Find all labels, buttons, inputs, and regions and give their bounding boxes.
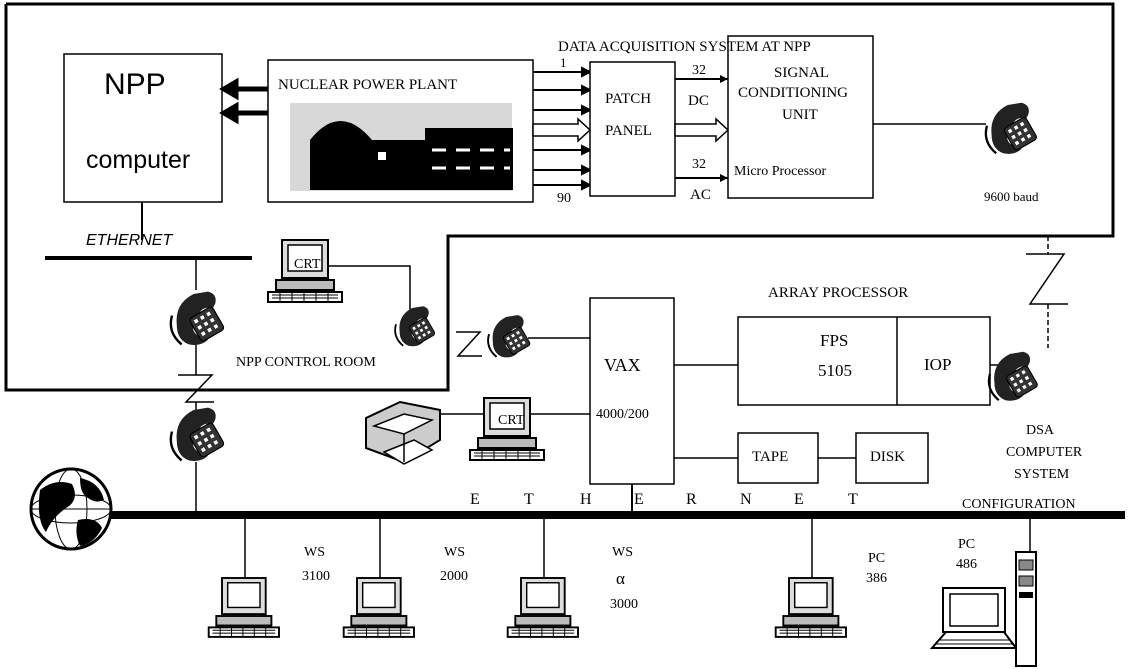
zigzag-link-vax: [456, 331, 482, 357]
npp-computer-sublabel: computer: [86, 146, 191, 174]
ethernet-letter: T: [524, 491, 534, 508]
ac-count-label: 32: [692, 157, 706, 172]
array-processor-label: ARRAY PROCESSOR: [768, 285, 909, 301]
signal-lines: [533, 66, 593, 191]
data-flow-arrows: [219, 77, 268, 125]
array-processor-box: [737, 316, 991, 406]
ws2000-label: WS: [444, 545, 465, 560]
npp-computer-label: NPP: [104, 68, 166, 101]
ws2000-model: 2000: [440, 569, 468, 584]
ws-alpha-label: WS: [612, 545, 633, 560]
disk-box: [855, 432, 929, 484]
ws-alpha-model: 3000: [610, 597, 638, 612]
ethernet-letter: N: [740, 491, 752, 508]
pc386-model: 386: [866, 571, 887, 586]
ac-label: AC: [690, 187, 711, 203]
vax-label: VAX: [604, 355, 641, 375]
ethernet-letter: T: [848, 491, 858, 508]
signal-first-label: 1: [560, 55, 567, 70]
vax-crt-label: CRT: [498, 413, 525, 428]
fps-label: FPS: [820, 331, 849, 350]
tape-label: TAPE: [752, 449, 789, 465]
vax-model-label: 4000/200: [596, 407, 649, 422]
workstation-ws3100: [207, 577, 280, 638]
patch-panel-box: [589, 61, 676, 197]
pc-386: [774, 577, 847, 638]
npp-boundary: [4, 2, 1115, 392]
fps-model-label: 5105: [818, 361, 852, 380]
workstation-ws-alpha-3000: [506, 577, 579, 638]
patch-panel-label: PATCH: [605, 91, 652, 107]
ethernet-letter: H: [580, 491, 592, 508]
iop-label: IOP: [924, 355, 952, 374]
ws3100-label: WS: [304, 545, 325, 560]
power-plant-image: [290, 103, 513, 191]
control-room-label: NPP CONTROL ROOM: [236, 355, 376, 370]
hollow-arrow-patch: [674, 117, 730, 143]
pc386-label: PC: [868, 551, 886, 566]
signal-last-label: 90: [557, 191, 571, 206]
disk-label: DISK: [870, 449, 906, 465]
pc486-label: PC: [958, 537, 976, 552]
workstation-ws2000: [342, 577, 415, 638]
dsa-config-label-4: CONFIGURATION: [962, 497, 1076, 512]
dc-count-label: 32: [692, 63, 706, 78]
dsa-config-label-3: SYSTEM: [1014, 467, 1070, 482]
patch-panel-sublabel: PANEL: [605, 123, 652, 139]
pc-486: [929, 551, 1037, 667]
scu-label-4: Micro Processor: [734, 164, 827, 179]
printer-icon: [365, 400, 441, 465]
zigzag-link-dsa: [1026, 253, 1068, 305]
dsa-config-label-1: DSA: [1026, 423, 1055, 438]
phone-icon-npp-lan: [169, 290, 227, 347]
pc486-model: 486: [956, 557, 977, 572]
ethernet-letter: E: [470, 491, 480, 508]
phone-icon-internet: [169, 406, 227, 463]
tape-box: [737, 432, 819, 484]
ws3100-model: 3100: [302, 569, 330, 584]
control-room-crt-label: CRT: [294, 257, 321, 272]
phone-icon-control-room: [394, 305, 437, 348]
ethernet-letter: E: [794, 491, 804, 508]
zigzag-link-npp: [178, 374, 214, 403]
phone-icon-scu: [984, 101, 1039, 156]
dsa-config-label-2: COMPUTER: [1006, 445, 1083, 460]
phone-icon-vax: [487, 314, 532, 359]
npp-title: DATA ACQUISITION SYSTEM AT NPP: [558, 39, 811, 55]
ethernet-letter: E: [634, 491, 644, 508]
dc-label: DC: [688, 93, 709, 109]
ws-alpha-symbol: α: [616, 569, 625, 588]
scu-label-2: CONDITIONING: [738, 85, 848, 101]
ethernet-letter: R: [686, 491, 697, 508]
npp-ethernet-label: ETHERNET: [86, 232, 173, 249]
scu-label-1: SIGNAL: [774, 65, 829, 81]
nuclear-power-plant-label: NUCLEAR POWER PLANT: [278, 77, 458, 93]
globe-icon: [29, 467, 113, 551]
scu-label-3: UNIT: [782, 107, 818, 123]
signal-conditioning-unit-box: [727, 35, 874, 199]
hollow-arrow-plant: [532, 117, 592, 143]
phone-icon-dsa: [987, 350, 1040, 402]
baud-label: 9600 baud: [984, 189, 1039, 204]
crt-terminal-vax: [469, 397, 545, 461]
vax-box: [589, 297, 675, 485]
